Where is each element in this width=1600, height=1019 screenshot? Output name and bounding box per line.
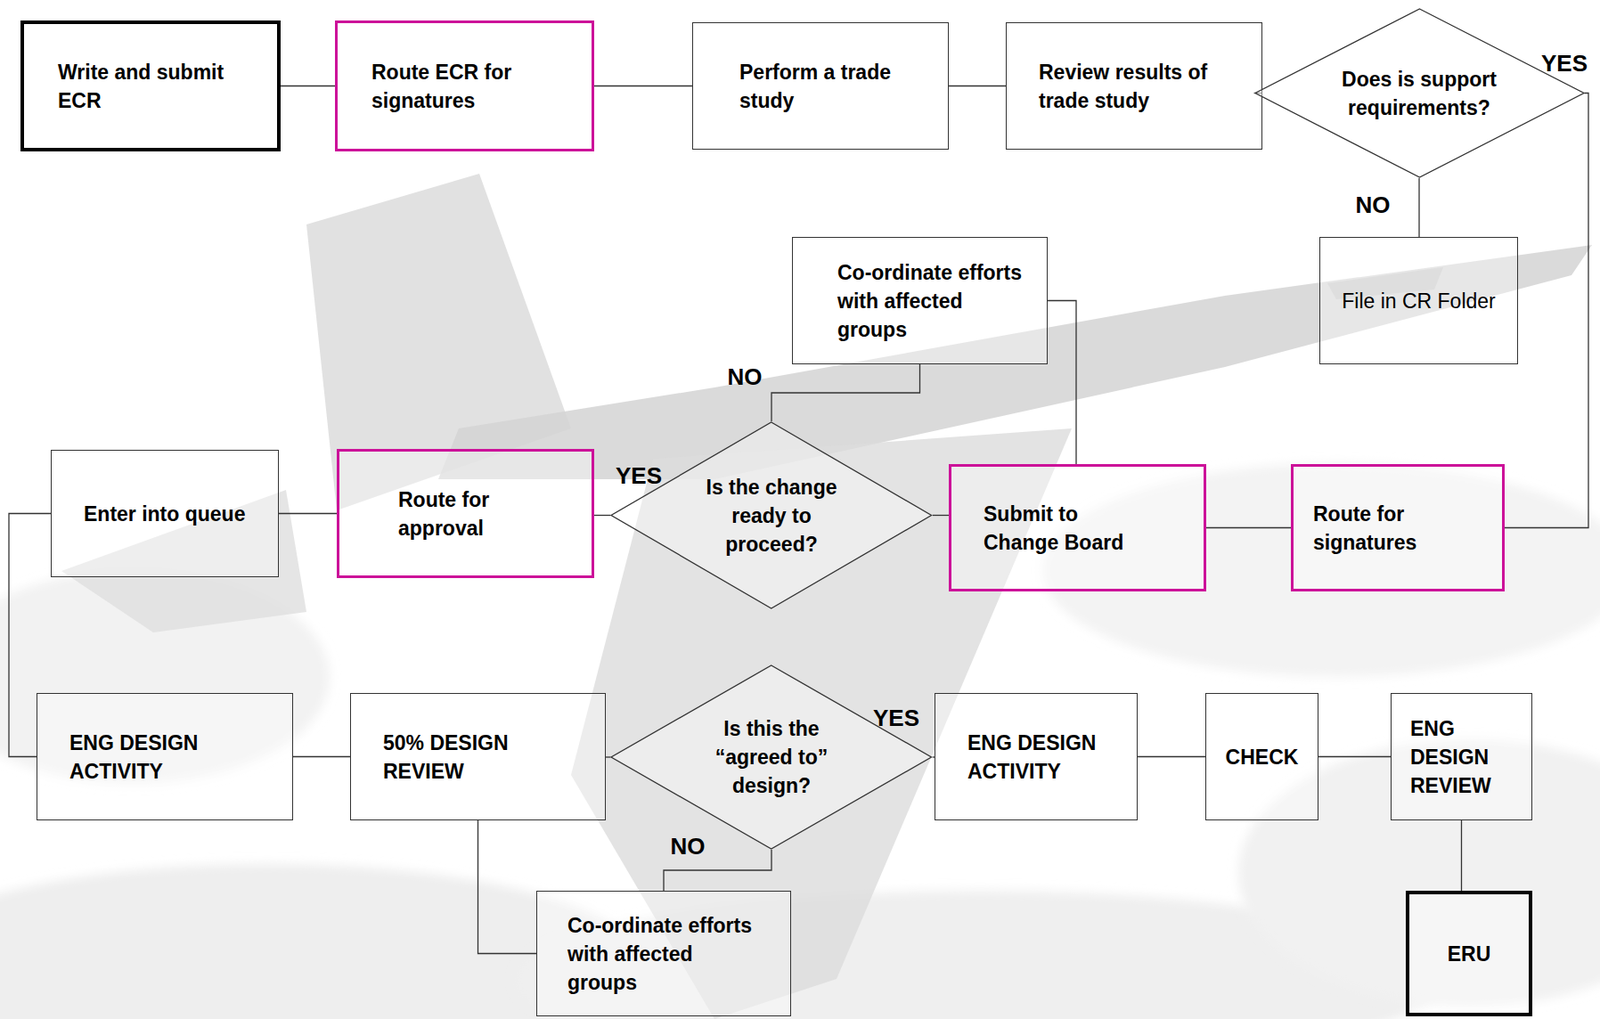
edge-label: NO bbox=[1355, 191, 1391, 220]
connector-line bbox=[1206, 527, 1291, 529]
text-holder: Does is support requirements? bbox=[1334, 65, 1504, 123]
process-box: 50% DESIGN REVIEW bbox=[350, 693, 606, 821]
node-text: Enter into queue bbox=[83, 499, 245, 529]
connector-line bbox=[771, 364, 921, 422]
text-holder: Is the change ready to proceed? bbox=[689, 473, 855, 559]
text-holder: ERU bbox=[1447, 939, 1492, 969]
node-text: CHECK bbox=[1225, 742, 1299, 772]
text-holder: Route ECR for signatures bbox=[337, 57, 550, 115]
edge-label: NO bbox=[670, 832, 706, 861]
process-box: Co-ordinate efforts with affected groups bbox=[536, 890, 792, 1017]
connector-line bbox=[605, 756, 611, 758]
node-text: ERU bbox=[1447, 939, 1492, 969]
connector-line bbox=[278, 513, 337, 515]
diamond-border bbox=[1255, 8, 1584, 178]
connector-line bbox=[478, 820, 538, 955]
node-text: Write and submit ECR bbox=[57, 57, 263, 115]
connector-line bbox=[594, 514, 611, 516]
text-holder: Perform a trade study bbox=[693, 57, 927, 115]
node-text: Is the change ready to proceed? bbox=[689, 473, 855, 559]
process-box: ERU bbox=[1405, 890, 1533, 1017]
connector-line bbox=[932, 514, 949, 516]
text-holder: Enter into queue bbox=[51, 499, 245, 529]
node-text: ENG DESIGN ACTIVITY bbox=[69, 728, 235, 786]
decision-diamond: Does is support requirements? bbox=[1254, 8, 1585, 179]
process-box: ENG DESIGN ACTIVITY bbox=[934, 693, 1138, 821]
connector-line bbox=[293, 756, 351, 758]
decision-diamond: Is the change ready to proceed? bbox=[610, 421, 933, 610]
text-holder: Route for approval bbox=[339, 485, 532, 543]
node-text: Co-ordinate efforts with affected groups bbox=[837, 258, 1029, 344]
text-holder: Submit to Change Board bbox=[951, 499, 1158, 557]
connector-line bbox=[1461, 820, 1462, 891]
node-text: ENG DESIGN ACTIVITY bbox=[967, 728, 1128, 786]
node-text: Submit to Change Board bbox=[983, 499, 1158, 557]
text-holder: Co-ordinate efforts with affected groups bbox=[537, 911, 760, 997]
connector-line bbox=[1137, 756, 1206, 758]
text-holder: Co-ordinate efforts with affected groups bbox=[792, 258, 1029, 344]
node-text: Route for approval bbox=[398, 485, 532, 543]
process-box: ENG DESIGN ACTIVITY bbox=[36, 693, 294, 821]
edge-label: YES bbox=[615, 462, 662, 490]
text-holder: Review results of trade study bbox=[1006, 57, 1217, 115]
diamond-border bbox=[611, 422, 932, 609]
text-holder: ENG DESIGN ACTIVITY bbox=[935, 728, 1128, 786]
process-box: Route for approval bbox=[336, 448, 595, 579]
node-text: Does is support requirements? bbox=[1334, 65, 1504, 123]
text-holder: Route for signatures bbox=[1293, 499, 1461, 557]
process-box: Route ECR for signatures bbox=[334, 20, 595, 152]
text-holder: CHECK bbox=[1225, 742, 1299, 772]
text-holder: Write and submit ECR bbox=[24, 57, 263, 115]
diamond-border bbox=[611, 665, 932, 849]
text-holder: File in CR Folder bbox=[1341, 286, 1496, 316]
connector-line bbox=[1318, 756, 1391, 758]
connector-line bbox=[1047, 301, 1077, 466]
connector-line bbox=[280, 85, 335, 87]
node-text: File in CR Folder bbox=[1341, 286, 1496, 316]
text-holder: ENG DESIGN ACTIVITY bbox=[37, 728, 235, 786]
edge-label: NO bbox=[727, 363, 763, 392]
node-text: Review results of trade study bbox=[1038, 57, 1217, 115]
connector-line bbox=[1418, 178, 1420, 237]
edge-label: YES bbox=[873, 704, 920, 733]
node-text: Co-ordinate efforts with affected groups bbox=[567, 911, 760, 997]
process-box: CHECK bbox=[1205, 693, 1319, 821]
node-text: Route ECR for signatures bbox=[371, 57, 550, 115]
text-holder: ENG DESIGN REVIEW bbox=[1391, 714, 1513, 800]
process-box: ENG DESIGN REVIEW bbox=[1390, 693, 1533, 821]
process-box: Enter into queue bbox=[50, 449, 279, 578]
text-holder: Is this the “agreed to” design? bbox=[689, 714, 855, 800]
edge-label: YES bbox=[1541, 49, 1588, 78]
node-text: 50% DESIGN REVIEW bbox=[383, 728, 548, 786]
text-holder: 50% DESIGN REVIEW bbox=[351, 728, 548, 786]
node-text: ENG DESIGN REVIEW bbox=[1410, 714, 1513, 800]
process-box: Review results of trade study bbox=[1005, 22, 1263, 150]
process-box: Co-ordinate efforts with affected groups bbox=[791, 236, 1048, 365]
node-text: Is this the “agreed to” design? bbox=[689, 714, 855, 800]
process-box: Submit to Change Board bbox=[948, 464, 1207, 592]
connector-line bbox=[594, 85, 693, 87]
process-box: Perform a trade study bbox=[692, 22, 949, 150]
process-box: Route for signatures bbox=[1290, 464, 1505, 592]
process-box: Write and submit ECR bbox=[20, 20, 281, 152]
process-box: File in CR Folder bbox=[1319, 236, 1519, 365]
node-text: Route for signatures bbox=[1313, 499, 1461, 557]
diamond-outline bbox=[1254, 8, 1585, 179]
decision-diamond: Is this the “agreed to” design? bbox=[610, 664, 933, 850]
node-text: Perform a trade study bbox=[739, 57, 927, 115]
connector-line bbox=[948, 85, 1006, 87]
